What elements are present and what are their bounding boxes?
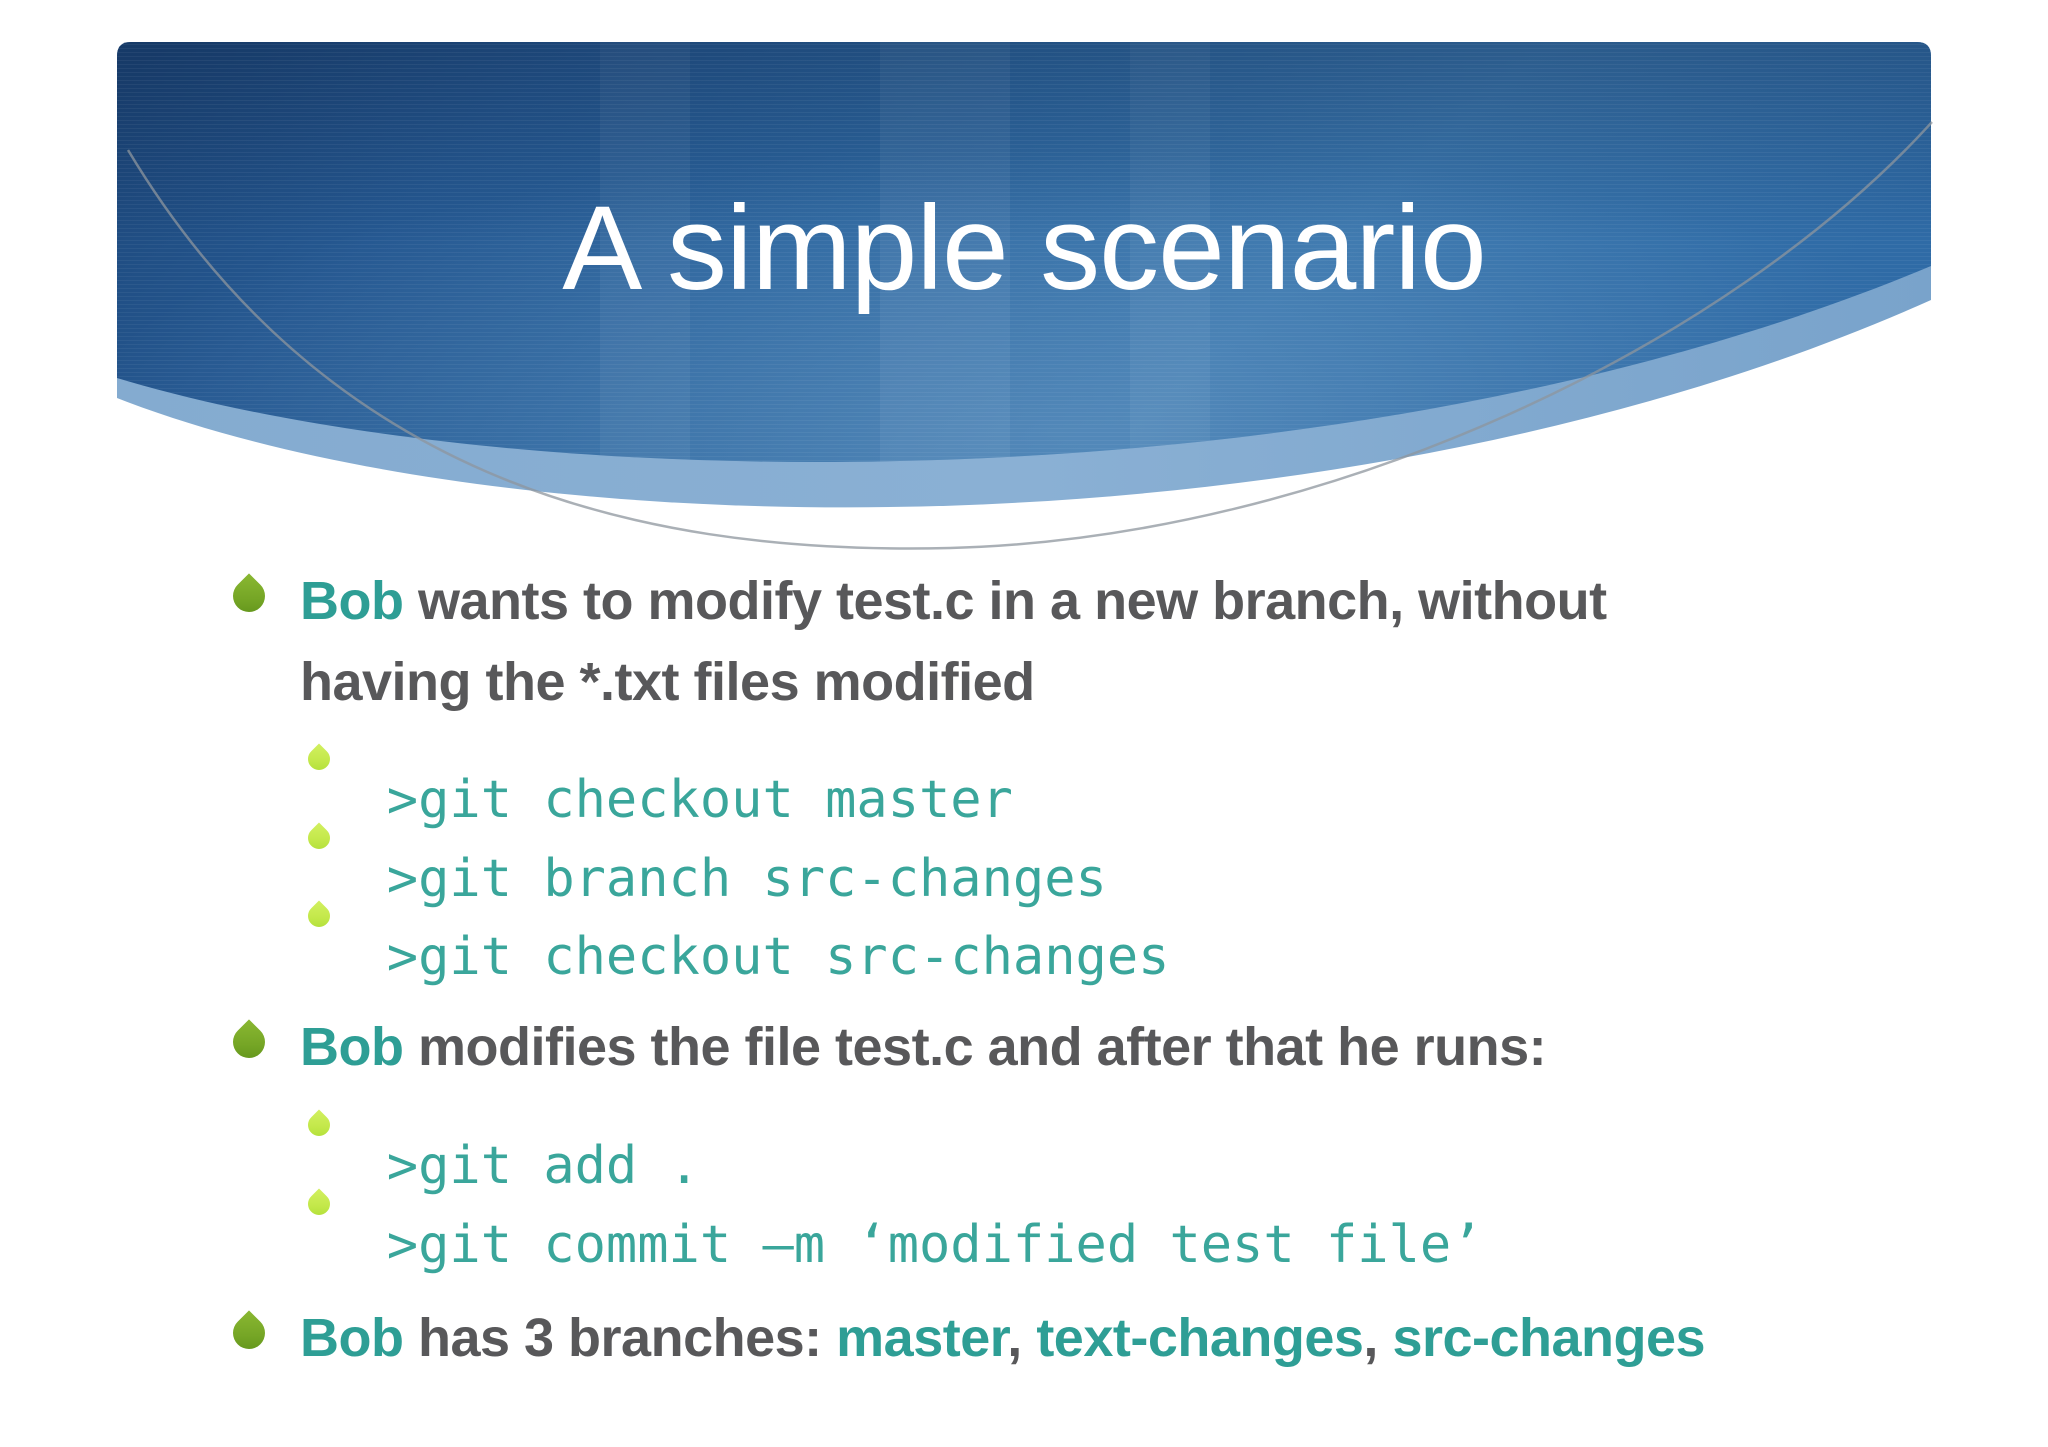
bullet-item-3: Bob has 3 branches: master, text-changes… — [226, 1298, 1706, 1379]
bullet-item-2: Bob modifies the file test.c and after t… — [226, 1007, 1547, 1088]
bullet-2-highlight: Bob — [300, 1017, 404, 1077]
bullet-droplet-icon — [226, 1310, 272, 1356]
git-command: >git add . — [386, 1136, 700, 1196]
command-item-5: >git commit –m ‘modified test file’ — [303, 1183, 1483, 1289]
bullet-3-highlight: Bob — [300, 1308, 404, 1368]
sub-bullet-droplet-icon — [303, 1109, 335, 1141]
slide-title: A simple scenario — [562, 181, 1486, 315]
branch-name-master: master — [836, 1308, 1008, 1368]
bullet-2-text: modifies the file test.c and after that … — [403, 1017, 1547, 1077]
branch-name-src-changes: src-changes — [1392, 1308, 1706, 1368]
command-item-4: >git add . — [303, 1104, 700, 1210]
bullet-2-line: Bob modifies the file test.c and after t… — [300, 1007, 1547, 1088]
bullet-item-1: Bob wants to modify test.c in a new bran… — [226, 561, 1607, 723]
sub-bullet-droplet-icon — [303, 1188, 335, 1220]
git-command: >git commit –m ‘modified test file’ — [386, 1215, 1483, 1275]
bullet-droplet-icon — [226, 573, 272, 619]
git-command: >git checkout src-changes — [386, 927, 1170, 987]
command-item-2: >git branch src-changes — [303, 817, 1107, 923]
bullet-1-line-2: having the *.txt files modified — [300, 652, 1035, 712]
sub-bullet-droplet-icon — [303, 822, 335, 854]
branch-name-text-changes: text-changes — [1036, 1308, 1364, 1368]
git-command: >git branch src-changes — [386, 849, 1107, 909]
separator: , — [1363, 1308, 1393, 1368]
sub-bullet-droplet-icon — [303, 900, 335, 932]
bullet-1-highlight: Bob — [300, 571, 404, 631]
sub-bullet-droplet-icon — [303, 743, 335, 775]
bullet-3-line: Bob has 3 branches: master, text-changes… — [300, 1298, 1706, 1379]
decorative-arc-line — [126, 121, 1933, 550]
bullet-1-text: wants to modify test.c in a new branch, … — [403, 571, 1607, 631]
bullet-1-line-1: Bob wants to modify test.c in a new bran… — [300, 561, 1607, 642]
bullet-droplet-icon — [226, 1019, 272, 1065]
separator: , — [1007, 1308, 1037, 1368]
git-command: >git checkout master — [386, 770, 1013, 830]
command-item-1: >git checkout master — [303, 738, 1013, 844]
bullet-3-text: has 3 branches: — [403, 1308, 837, 1368]
command-item-3: >git checkout src-changes — [303, 895, 1169, 1001]
